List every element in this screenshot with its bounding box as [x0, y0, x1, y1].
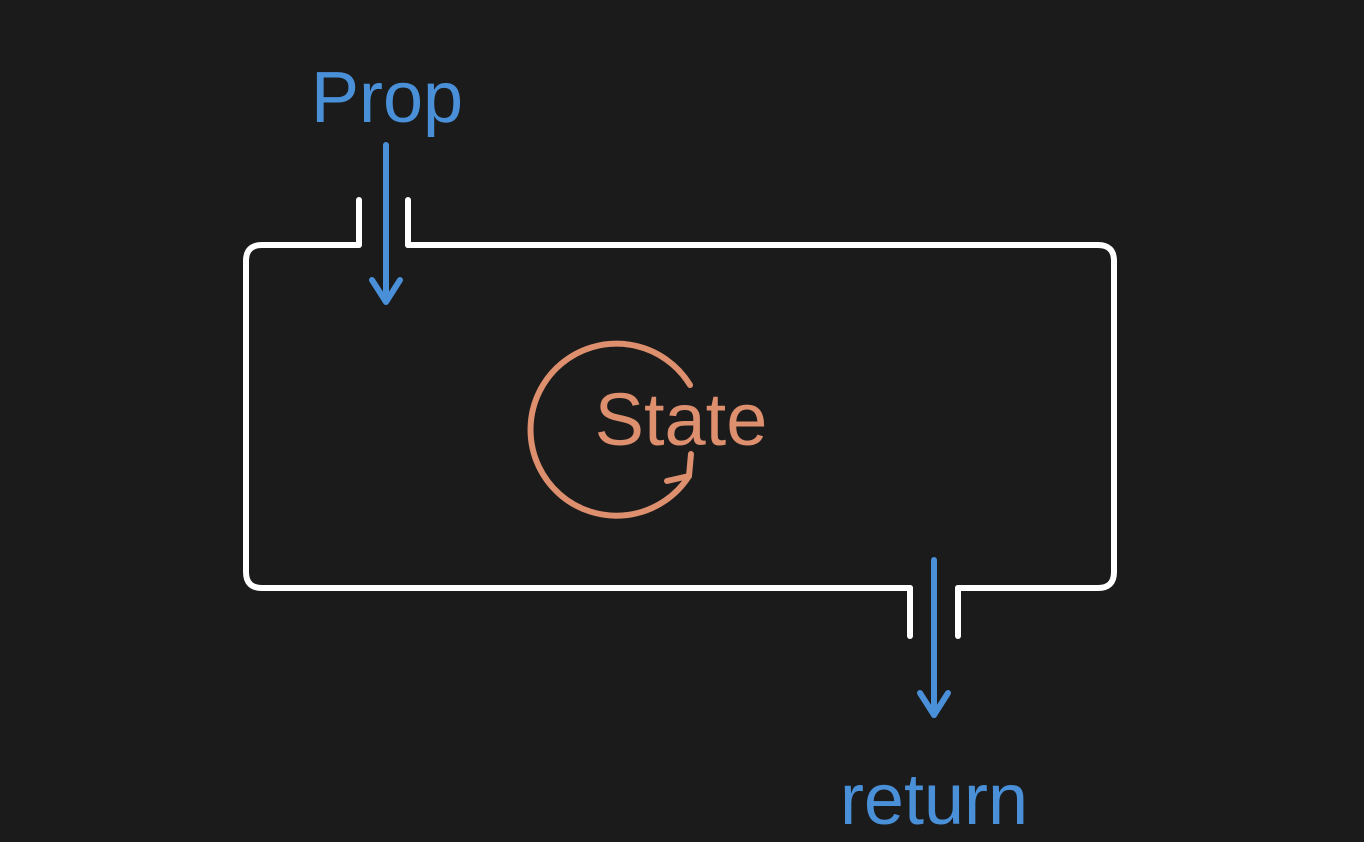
- component-box: [243, 242, 1117, 591]
- return-output-arrow: [917, 557, 951, 718]
- prop-label: Prop: [311, 58, 463, 138]
- return-label: return: [840, 760, 1028, 840]
- state-label: State: [595, 378, 768, 461]
- cycle-icon: [527, 340, 694, 519]
- prop-input-arrow: [369, 142, 403, 305]
